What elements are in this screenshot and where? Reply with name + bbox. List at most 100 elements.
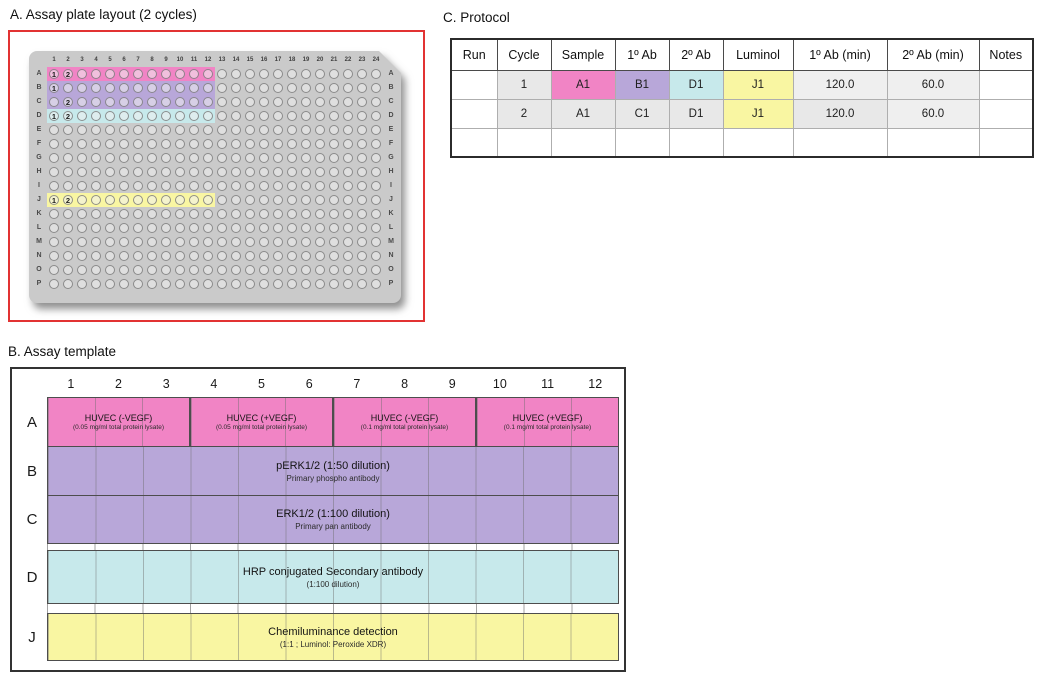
plate-column-label: 24 <box>372 57 380 63</box>
plate-well-cell <box>47 123 61 137</box>
plate-well-cell <box>341 221 355 235</box>
well-icon <box>231 83 241 93</box>
well-icon <box>301 69 311 79</box>
plate-well-cell <box>201 193 215 207</box>
well-icon <box>91 139 101 149</box>
plate-well-cell <box>271 81 285 95</box>
plate-well-cell <box>131 95 145 109</box>
well-icon <box>105 153 115 163</box>
plate-well-cell <box>215 137 229 151</box>
plate-well-cell <box>117 151 131 165</box>
plate-well-cell <box>201 179 215 193</box>
protocol-header-cell: 2º Ab (min) <box>886 38 980 71</box>
well-icon <box>273 251 283 261</box>
well-icon <box>329 139 339 149</box>
well-icon <box>63 279 73 289</box>
template-row-label: J <box>28 628 36 646</box>
plate-well-cell <box>145 137 159 151</box>
plate-well-cell <box>257 137 271 151</box>
well-icon <box>371 237 381 247</box>
plate-well-cell <box>75 109 89 123</box>
well-icon <box>77 69 87 79</box>
well-icon <box>133 279 143 289</box>
well-icon <box>245 265 255 275</box>
well-icon <box>91 279 101 289</box>
well-icon <box>273 111 283 121</box>
block-title: Chemiluminance detection <box>268 625 398 638</box>
well-icon <box>91 125 101 135</box>
well-icon <box>315 279 325 289</box>
plate-well-cell <box>159 137 173 151</box>
well-icon <box>273 181 283 191</box>
well-icon <box>315 251 325 261</box>
plate-well-cell <box>285 249 299 263</box>
plate-well-cell <box>327 123 341 137</box>
plate-well-cell <box>89 221 103 235</box>
plate-well-cell <box>313 67 327 81</box>
plate-well-cell <box>145 95 159 109</box>
well-icon <box>77 237 87 247</box>
plate-well-cell <box>201 235 215 249</box>
plate-well-cell <box>47 263 61 277</box>
template-column-label: 5 <box>258 377 265 391</box>
template-column-label: 4 <box>210 377 218 391</box>
well-icon <box>315 195 325 205</box>
well-icon <box>259 195 269 205</box>
plate-well-cell <box>257 165 271 179</box>
template-column-label: 11 <box>541 377 555 391</box>
plate-well-cell <box>229 221 243 235</box>
well-icon <box>329 251 339 261</box>
plate-well-cell <box>341 123 355 137</box>
well-icon <box>119 139 129 149</box>
well-icon <box>105 265 115 275</box>
well-icon <box>245 209 255 219</box>
plate-well-cell <box>229 235 243 249</box>
well-icon <box>49 223 59 233</box>
plate-well-cell <box>215 277 229 291</box>
plate-well-cell <box>201 249 215 263</box>
well-icon <box>259 223 269 233</box>
well-icon <box>371 111 381 121</box>
plate-well-cell <box>131 249 145 263</box>
plate-well-cell <box>75 151 89 165</box>
plate-well-cell <box>327 207 341 221</box>
protocol-row <box>450 127 1034 158</box>
plate-well-cell <box>299 193 313 207</box>
protocol-cell: 120.0 <box>792 69 888 100</box>
protocol-cell <box>450 127 498 158</box>
well-icon <box>273 223 283 233</box>
well-icon <box>301 83 311 93</box>
well-icon <box>77 265 87 275</box>
plate-well-cell <box>313 207 327 221</box>
well-icon <box>343 83 353 93</box>
well-icon <box>273 209 283 219</box>
well-icon <box>231 97 241 107</box>
well-icon <box>49 97 59 107</box>
plate-well-cell <box>271 123 285 137</box>
plate-well-cell <box>159 151 173 165</box>
plate-well-cell <box>327 67 341 81</box>
plate-well-cell <box>47 221 61 235</box>
well-icon <box>189 181 199 191</box>
well-icon <box>91 181 101 191</box>
well-icon <box>231 223 241 233</box>
plate-well-cell <box>173 277 187 291</box>
protocol-cell: 1 <box>496 69 552 100</box>
well-icon <box>105 69 115 79</box>
plate-well-cell <box>243 109 257 123</box>
plate-well-cell <box>89 165 103 179</box>
well-icon <box>343 125 353 135</box>
well-icon <box>329 195 339 205</box>
well-icon <box>105 209 115 219</box>
well-icon <box>161 111 171 121</box>
plate-well-cell <box>117 165 131 179</box>
plate-well-cell <box>201 95 215 109</box>
template-block: HUVEC (-VEGF)(0.1 mg/ml total protein ly… <box>333 397 476 447</box>
plate-well-cell <box>215 67 229 81</box>
well-icon <box>343 97 353 107</box>
well-icon <box>329 111 339 121</box>
plate-well-cell <box>327 277 341 291</box>
well-icon <box>217 83 227 93</box>
plate-column-label: 4 <box>94 57 98 63</box>
